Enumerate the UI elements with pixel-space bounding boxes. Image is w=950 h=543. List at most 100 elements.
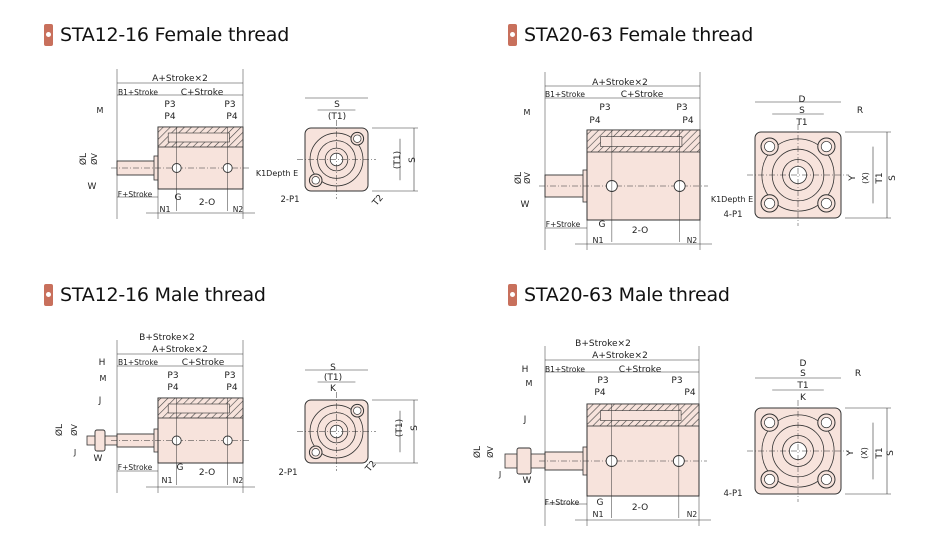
dimension-label: B1+Stroke (545, 90, 585, 99)
mounting-hole-inner (764, 473, 776, 485)
dimension-label: N1 (159, 205, 170, 214)
dimension-label: (X) (861, 172, 870, 184)
dimension-label: W (88, 182, 97, 192)
section-title-text: STA12-16 Female thread (60, 24, 290, 46)
dimension-label: H (522, 365, 529, 375)
dimension-label: P3 (597, 376, 608, 386)
dimension-label: Y (846, 450, 856, 457)
dimension-label: S (886, 450, 896, 456)
dimension-label: B1+Stroke (545, 365, 585, 374)
dimension-label: M (526, 379, 533, 388)
mounting-hole-inner (353, 406, 362, 415)
mounting-hole-inner (764, 141, 776, 153)
dimension-label: A+Stroke×2 (592, 351, 648, 361)
mounting-hole-inner (820, 417, 832, 429)
section-title-sta20-63-male: STA20-63 Male thread (508, 282, 730, 308)
hex-nut (516, 447, 532, 475)
dimension-label: M (100, 374, 107, 383)
dimension-label: N2 (233, 476, 244, 485)
section-title-text: STA20-63 Female thread (524, 24, 754, 46)
dimension-label: P4 (684, 388, 695, 398)
section-title-text: STA12-16 Male thread (60, 284, 266, 306)
dimension-label: F+Stroke (546, 220, 581, 229)
dimension-label: F+Stroke (118, 463, 153, 472)
dimension-label: T2 (370, 193, 386, 209)
mounting-hole-inner (820, 197, 832, 209)
dimension-label: P4 (167, 383, 178, 393)
dimension-label: F+Stroke (118, 190, 153, 199)
dimension-label: W (521, 200, 530, 210)
dimension-label: D (800, 359, 807, 369)
dimension-label: D (799, 95, 806, 105)
dimension-label: C+Stroke (181, 88, 224, 98)
dimension-label: (T1) (393, 151, 403, 169)
mounting-hole-inner (311, 448, 320, 457)
dimension-label: T1 (796, 381, 808, 391)
dimension-label: P4 (226, 112, 237, 122)
dimension-label: A+Stroke×2 (152, 74, 208, 84)
port-passage (600, 136, 683, 147)
section-title-text: STA20-63 Male thread (524, 284, 730, 306)
mounting-hole-inner (764, 197, 776, 209)
dimension-label: C+Stroke (182, 358, 225, 368)
bullet-marker-icon (508, 24, 517, 46)
mounting-hole-inner (820, 473, 832, 485)
dimension-label: J (98, 396, 102, 406)
dimension-label: K (800, 393, 807, 403)
dimension-label: 4-P1 (723, 489, 742, 499)
mounting-hole-inner (820, 141, 832, 153)
port-passage (167, 403, 230, 414)
dimension-label: H (99, 358, 106, 368)
dimension-label: S (408, 157, 418, 163)
dimension-label: P3 (599, 103, 610, 113)
dimension-label: 2-O (632, 503, 648, 513)
dimension-label: T1 (795, 118, 807, 128)
dimension-label: J (73, 448, 76, 457)
dimension-label: 2-P1 (280, 195, 299, 205)
dimension-label: P3 (676, 103, 687, 113)
dimension-label: B+Stroke×2 (575, 339, 631, 349)
dimension-label: P4 (164, 112, 175, 122)
dimension-label: C+Stroke (621, 90, 664, 100)
dimension-label: ØV (69, 424, 79, 436)
dimension-label: B+Stroke×2 (139, 333, 195, 343)
dimension-label: S (799, 106, 805, 116)
dimension-label: ØV (485, 446, 495, 458)
dimension-label: ØL (78, 153, 89, 165)
dimension-label: S (330, 363, 336, 373)
dimension-label: J (498, 470, 501, 479)
section-title-sta12-16-male: STA12-16 Male thread (44, 282, 266, 308)
dimension-label: (T1) (324, 373, 342, 383)
port-passage (167, 132, 230, 143)
dimension-label: P4 (589, 116, 600, 126)
dimension-label: S (800, 369, 806, 379)
dimension-label: N1 (161, 476, 172, 485)
mounting-hole-inner (311, 176, 320, 185)
dimension-label: R (857, 106, 863, 116)
section-title-sta12-16-female: STA12-16 Female thread (44, 22, 289, 48)
dimension-label: C+Stroke (619, 365, 662, 375)
section-title-sta20-63-female: STA20-63 Female thread (508, 22, 753, 48)
dimension-label: N2 (233, 205, 244, 214)
dimension-label: A+Stroke×2 (152, 345, 208, 355)
dimension-label: W (94, 454, 103, 464)
dimension-label: 2-P1 (278, 468, 297, 478)
dimension-label: P4 (226, 383, 237, 393)
dimension-label: S (888, 175, 898, 181)
bullet-marker-icon (44, 284, 53, 306)
dimension-label: G (597, 498, 604, 508)
dimension-label: A+Stroke×2 (592, 78, 648, 88)
port-passage (600, 410, 682, 421)
dimension-label: ØV (522, 172, 532, 184)
dimension-label: K1Depth E (711, 195, 753, 204)
dimension-label: N1 (592, 510, 603, 519)
dimension-label: F+Stroke (545, 498, 580, 507)
dimension-label: W (523, 476, 532, 486)
dimension-label: S (410, 425, 420, 431)
dimension-label: P4 (682, 116, 693, 126)
dimension-label: S (334, 100, 340, 110)
dimension-label: M (97, 106, 104, 115)
